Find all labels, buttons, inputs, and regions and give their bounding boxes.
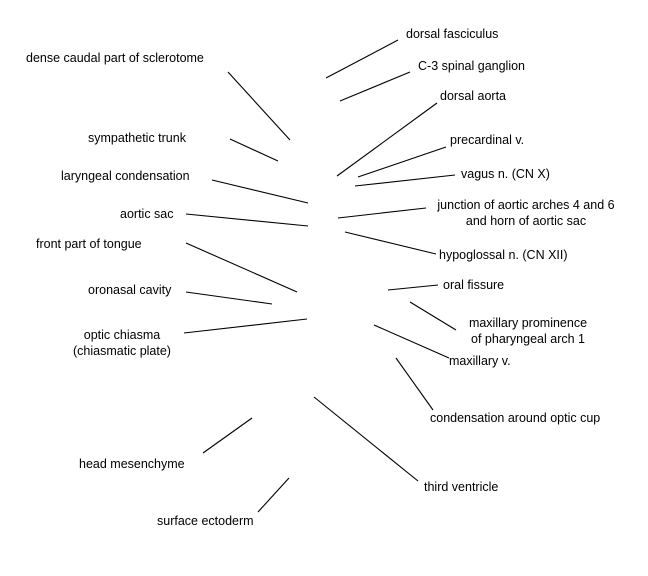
label-oral-fissure: oral fissure xyxy=(443,278,505,292)
label-vagus-n: vagus n. (CN X) xyxy=(461,167,550,181)
leader-third-ventricle xyxy=(313,396,419,482)
leader-head-mesenchyme xyxy=(202,417,253,454)
leader-optic-chiasma xyxy=(183,318,308,334)
label-dense-caudal-part-of-sclerotome: dense caudal part of sclerotome xyxy=(26,51,204,65)
label-head-mesenchyme: head mesenchyme xyxy=(79,457,185,471)
label-dorsal-fasciculus: dorsal fasciculus xyxy=(406,27,499,41)
label-maxillary-prominence-line2: of pharyngeal arch 1 xyxy=(471,332,585,346)
leader-hypoglossal-n xyxy=(344,231,437,255)
label-hypoglossal-n: hypoglossal n. (CN XII) xyxy=(439,248,568,262)
leader-dorsal-fasciculus xyxy=(325,39,399,79)
leader-laryngeal-condensation xyxy=(211,179,309,204)
leader-maxillary-v xyxy=(373,324,450,359)
leader-condensation-optic-cup xyxy=(395,357,434,411)
label-optic-chiasma-line2: (chiasmatic plate) xyxy=(73,344,171,358)
leader-c3-spinal-ganglion xyxy=(339,71,411,102)
label-dorsal-aorta: dorsal aorta xyxy=(440,89,507,103)
leader-aortic-sac xyxy=(185,213,309,227)
leader-oral-fissure xyxy=(387,284,439,291)
label-maxillary-v: maxillary v. xyxy=(449,354,511,368)
leader-vagus-n xyxy=(354,174,456,187)
leader-precardinal-v xyxy=(357,146,447,178)
leader-junction-aortic-arches xyxy=(337,207,427,219)
leader-dorsal-aorta xyxy=(336,102,438,177)
label-laryngeal-condensation: laryngeal condensation xyxy=(61,169,190,183)
label-junction-aortic-arches-line2: and horn of aortic sac xyxy=(465,214,587,228)
label-maxillary-prominence-line1: maxillary prominence xyxy=(468,316,588,330)
leader-front-part-tongue xyxy=(185,242,298,293)
label-sympathetic-trunk: sympathetic trunk xyxy=(88,131,186,145)
label-front-part-of-tongue: front part of tongue xyxy=(36,237,142,251)
label-optic-chiasma-line1: optic chiasma xyxy=(83,328,161,342)
label-precardinal-v: precardinal v. xyxy=(450,133,525,147)
leader-maxillary-prominence xyxy=(409,301,457,331)
label-surface-ectoderm: surface ectoderm xyxy=(157,514,254,528)
label-aortic-sac: aortic sac xyxy=(120,207,174,221)
leader-surface-ectoderm xyxy=(257,477,290,513)
leader-oronasal-cavity xyxy=(185,291,273,305)
leader-dense-caudal-sclerotome xyxy=(227,71,291,141)
label-maxillary-prominence: maxillary prominence of pharyngeal arch … xyxy=(452,315,604,347)
label-optic-chiasma: optic chiasma (chiasmatic plate) xyxy=(42,327,202,359)
label-oronasal-cavity: oronasal cavity xyxy=(88,283,172,297)
label-condensation-around-optic-cup: condensation around optic cup xyxy=(430,411,601,425)
label-third-ventricle: third ventricle xyxy=(424,480,499,494)
label-junction-aortic-arches-line1: junction of aortic arches 4 and 6 xyxy=(437,198,615,212)
leader-sympathetic-trunk xyxy=(229,138,279,162)
label-junction-aortic-arches: junction of aortic arches 4 and 6 and ho… xyxy=(424,197,628,229)
label-c3-spinal-ganglion: C-3 spinal ganglion xyxy=(418,59,526,73)
